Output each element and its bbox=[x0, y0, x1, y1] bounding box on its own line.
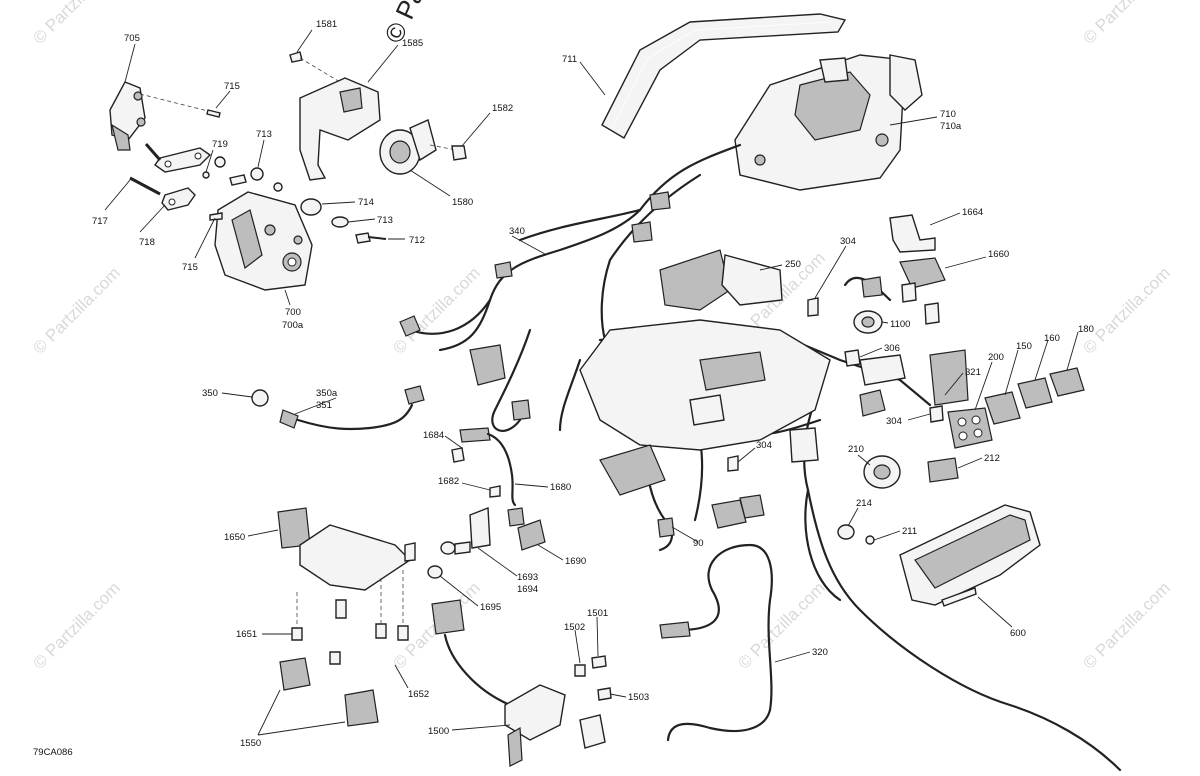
callout-1501: 1501 bbox=[587, 608, 608, 619]
callout-250: 250 bbox=[785, 259, 801, 270]
callout-200: 200 bbox=[988, 352, 1004, 363]
callout-214: 214 bbox=[856, 498, 872, 509]
leader-lines bbox=[104, 29, 1079, 736]
callout-304: 304 bbox=[840, 236, 856, 247]
callout-1682: 1682 bbox=[438, 476, 459, 487]
callout-705: 705 bbox=[124, 33, 140, 44]
watermark: © Partzilla.com bbox=[1079, 578, 1173, 672]
horn-bracket-assembly bbox=[109, 81, 387, 291]
drawing-code: 79CA086 bbox=[33, 747, 73, 758]
callout-160: 160 bbox=[1044, 333, 1060, 344]
callout-1680: 1680 bbox=[550, 482, 571, 493]
switch-group bbox=[711, 367, 1085, 529]
callout-1684: 1684 bbox=[423, 430, 444, 441]
callout-180: 180 bbox=[1078, 324, 1094, 335]
callout-320: 320 bbox=[812, 647, 828, 658]
callout-600: 600 bbox=[1010, 628, 1026, 639]
callout-1690: 1690 bbox=[565, 556, 586, 567]
watermark: © Partzilla.com bbox=[1079, 263, 1173, 357]
callout-1695: 1695 bbox=[480, 602, 501, 613]
callout-321: 321 bbox=[965, 367, 981, 378]
callout-1694: 1694 bbox=[517, 584, 538, 595]
callout-1581: 1581 bbox=[316, 19, 337, 30]
callout-1651: 1651 bbox=[236, 629, 257, 640]
callout-1100: 1100 bbox=[890, 319, 910, 330]
callout-90: 90 bbox=[693, 538, 704, 549]
callout-1660: 1660 bbox=[988, 249, 1009, 260]
speed-sensor-group bbox=[251, 385, 425, 431]
ignition-group bbox=[837, 455, 959, 545]
callout-700: 700 bbox=[285, 307, 301, 318]
instrument-cluster bbox=[899, 504, 1041, 607]
relay-mount-group bbox=[277, 507, 416, 727]
watermark: © Partzilla.com bbox=[1079, 0, 1173, 48]
callout-1652: 1652 bbox=[408, 689, 429, 700]
callout-710a: 710a bbox=[940, 121, 962, 132]
watermark: © Partzilla.com bbox=[389, 263, 483, 357]
callout-1503: 1503 bbox=[628, 692, 649, 703]
callout-1582: 1582 bbox=[492, 103, 513, 114]
callout-712: 712 bbox=[409, 235, 425, 246]
watermark: © Partzilla.com bbox=[734, 578, 828, 672]
callout-714: 714 bbox=[358, 197, 374, 208]
callout-1550: 1550 bbox=[240, 738, 261, 749]
callout-1693: 1693 bbox=[517, 572, 538, 583]
callout-715: 715 bbox=[224, 81, 240, 92]
callout-306: 306 bbox=[884, 343, 900, 354]
watermark: © Partzilla.com bbox=[29, 263, 123, 357]
watermark: © Partzilla.com bbox=[29, 578, 123, 672]
callout-350a: 350a bbox=[316, 388, 338, 399]
callout-719: 719 bbox=[212, 139, 228, 150]
callout-713: 713 bbox=[256, 129, 272, 140]
callout-labels: 705 715 719 713 717 718 715 700 700a 714… bbox=[92, 19, 1094, 749]
callout-351: 351 bbox=[316, 400, 332, 411]
gauge-support-assembly bbox=[601, 13, 923, 191]
callout-304: 304 bbox=[756, 440, 772, 451]
callout-715: 715 bbox=[182, 262, 198, 273]
callout-717: 717 bbox=[92, 216, 108, 227]
callout-1500: 1500 bbox=[428, 726, 449, 737]
callout-304: 304 bbox=[886, 416, 902, 427]
secondary-harness bbox=[657, 517, 773, 742]
callout-700a: 700a bbox=[282, 320, 304, 331]
horn-assembly bbox=[289, 51, 467, 181]
callout-1502: 1502 bbox=[564, 622, 585, 633]
callout-1585: 1585 bbox=[402, 38, 423, 49]
callout-1650: 1650 bbox=[224, 532, 245, 543]
relay-bracket-group bbox=[427, 427, 546, 579]
callout-212: 212 bbox=[984, 453, 1000, 464]
callout-350: 350 bbox=[202, 388, 218, 399]
callout-150: 150 bbox=[1016, 341, 1032, 352]
callout-211: 211 bbox=[902, 526, 917, 537]
callout-718: 718 bbox=[139, 237, 155, 248]
callout-710: 710 bbox=[940, 109, 956, 120]
callout-210: 210 bbox=[848, 444, 864, 455]
watermark: © Partzilla.com bbox=[29, 0, 123, 48]
callout-1580: 1580 bbox=[452, 197, 473, 208]
callout-1664: 1664 bbox=[962, 207, 983, 218]
callout-340: 340 bbox=[509, 226, 525, 237]
throttle-group bbox=[431, 599, 612, 767]
callout-713: 713 bbox=[377, 215, 393, 226]
callout-711: 711 bbox=[562, 54, 577, 65]
